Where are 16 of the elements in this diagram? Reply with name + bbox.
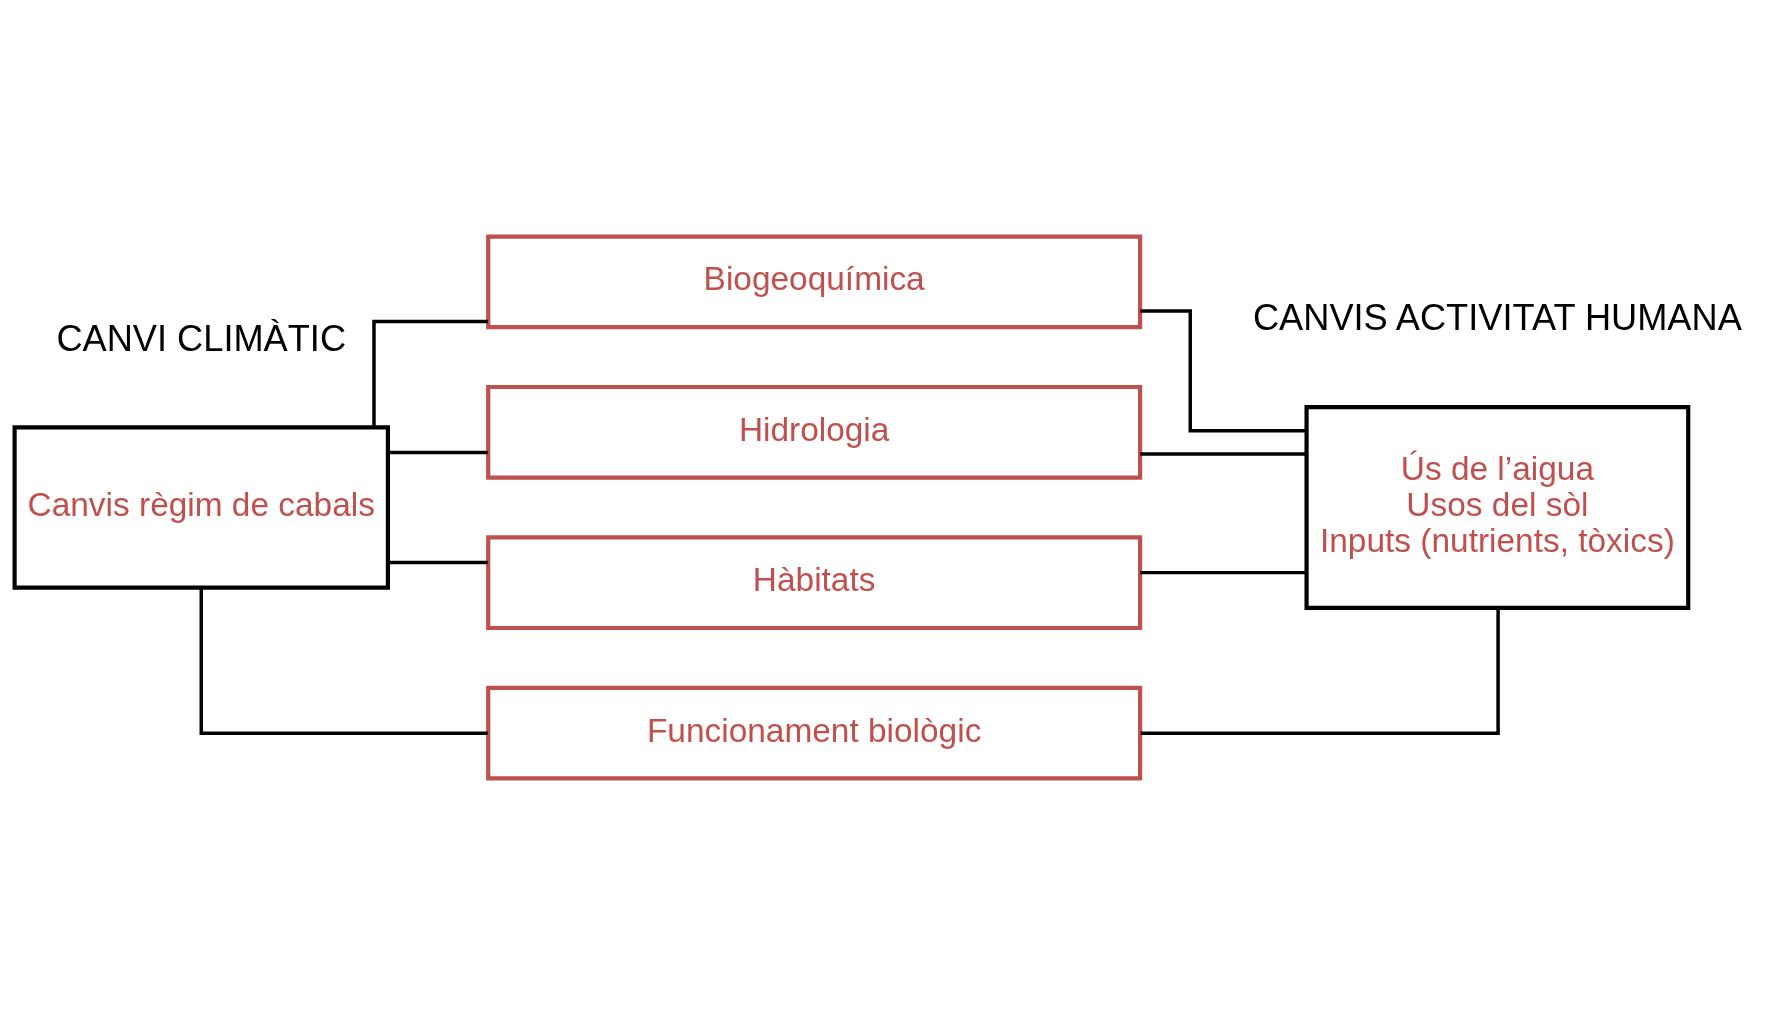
connector <box>1140 570 1307 575</box>
label: CANVI CLIMÀTIC <box>56 317 347 359</box>
node-box: Hàbitats <box>486 535 1143 631</box>
connector <box>372 319 488 427</box>
node-box: Funcionament biològic <box>486 685 1143 781</box>
node-box: Canvis règim de cabals <box>12 425 390 590</box>
node-box: Hidrologia <box>486 384 1143 480</box>
node-box: Biogeoquímica <box>486 234 1143 330</box>
connector <box>1140 309 1307 433</box>
connector <box>388 450 489 455</box>
connector <box>199 587 488 735</box>
connector <box>1140 608 1500 735</box>
connector <box>388 560 489 565</box>
node-box: Ús de l’aigua Usos del sòl Inputs (nutrients, tòxics) <box>1304 405 1691 610</box>
label: CANVIS ACTIVITAT HUMANA <box>1252 296 1742 338</box>
connector <box>1140 452 1307 456</box>
